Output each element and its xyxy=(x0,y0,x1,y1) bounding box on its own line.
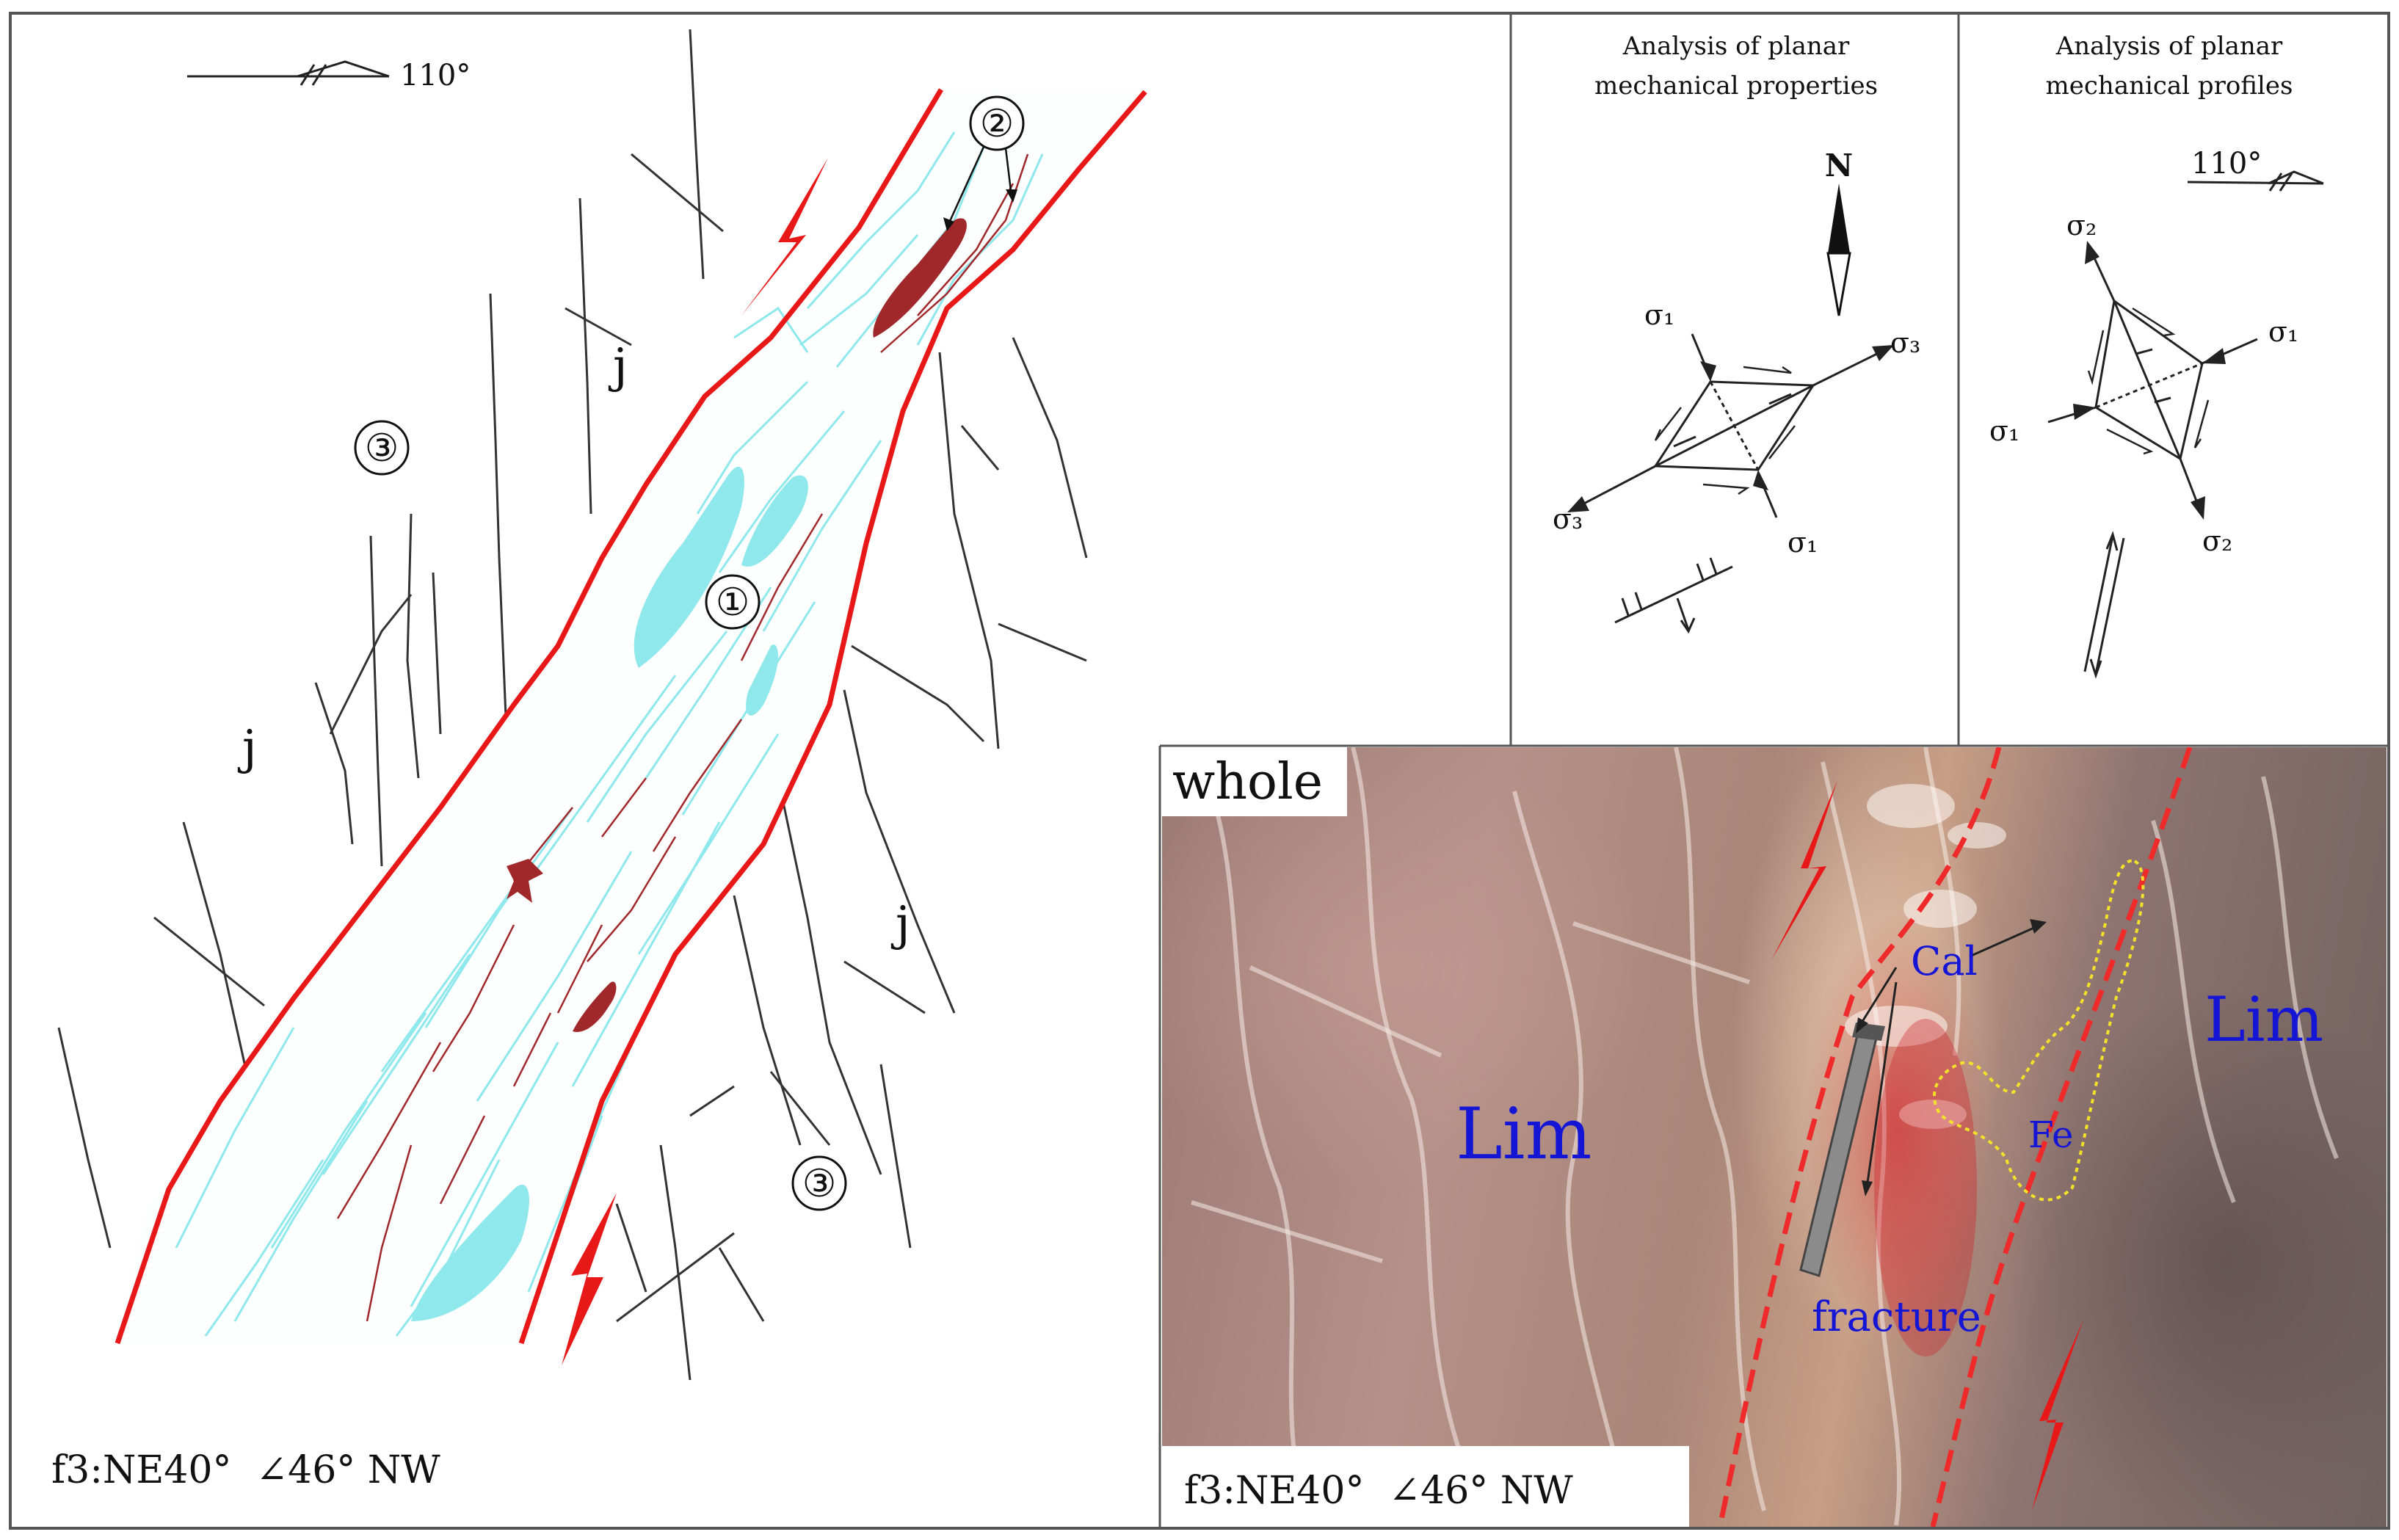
stress-arrowheads xyxy=(1567,345,1894,512)
fracture-label: fracture xyxy=(1812,1293,1981,1341)
callout-arrows xyxy=(1858,926,2036,1188)
profile-rhombus xyxy=(2047,253,2258,507)
north-arrow-icon: N xyxy=(1825,148,1853,316)
label-host-rock-upper: ③ xyxy=(354,420,410,476)
iron-zone-outline xyxy=(1932,859,2145,1202)
label-host-rock-lower: ③ xyxy=(791,1155,847,1211)
fe-label: Fe xyxy=(2028,1114,2074,1156)
iron-lenses xyxy=(507,218,967,1032)
svg-text:N: N xyxy=(1825,148,1853,184)
svg-text:②: ② xyxy=(980,102,1015,146)
lim-label-left: Lim xyxy=(1456,1093,1592,1175)
profile-orientation-symbol xyxy=(2187,170,2324,192)
orientation-label: 110° xyxy=(400,59,471,92)
outcrop-photo: Lim Lim Cal Fe fracture whole f3:NE40° ∠… xyxy=(1162,747,2387,1527)
fault-sketch: 110° xyxy=(51,29,1147,1492)
iron-stain xyxy=(1874,1019,1977,1356)
lim-label-right: Lim xyxy=(2204,984,2323,1056)
profile-orientation-label: 110° xyxy=(2191,147,2262,181)
calcite-lenses xyxy=(411,466,808,1321)
profile-shear-arrows xyxy=(2087,307,2210,455)
sketch-caption: f3:NE40° ∠46° NW xyxy=(51,1448,440,1492)
fault-trace-left xyxy=(1717,747,2002,1527)
profile-arrowheads xyxy=(2073,241,2226,520)
sigma1-left-label: σ₁ xyxy=(1989,415,2019,447)
sigma2-top-label: σ₂ xyxy=(2066,209,2097,241)
cal-label: Cal xyxy=(1911,938,1978,984)
sigma1-bottom-label: σ₁ xyxy=(1788,526,1818,559)
sigma1-right-label: σ₁ xyxy=(2268,316,2298,348)
fault-zone xyxy=(117,90,1145,1343)
outer-border xyxy=(9,12,2390,1530)
rock-veins xyxy=(1191,747,2339,1526)
planar-title-line1: Analysis of planar xyxy=(1622,32,1850,61)
svg-text:③: ③ xyxy=(365,426,399,471)
strain-rhombus xyxy=(1578,333,1884,518)
photo-shear-arrow-upper xyxy=(1771,780,1837,960)
planar-title-line2: mechanical properties xyxy=(1594,71,1878,101)
photo-tag-box xyxy=(1162,747,1347,816)
joint-label-2: j xyxy=(237,721,257,775)
photo-tag: whole xyxy=(1172,753,1323,811)
shear-arrow-lower xyxy=(562,1193,617,1365)
photo-caption-box xyxy=(1162,1446,1689,1527)
fault-boundaries xyxy=(115,88,1147,1345)
sigma3-right-label: σ₃ xyxy=(1890,327,1920,359)
profile-mechanics-panel: Analysis of planar mechanical profiles 1… xyxy=(1989,32,2324,679)
callout-arrowheads xyxy=(1856,919,2047,1196)
sigma2-bottom-label: σ₂ xyxy=(2202,525,2232,557)
profile-title-line1: Analysis of planar xyxy=(2055,32,2283,61)
svg-text:①: ① xyxy=(716,581,750,625)
strike-dip-symbol xyxy=(1614,557,1733,634)
iron-veins xyxy=(336,153,1029,1322)
joint-label-1: j xyxy=(608,339,628,393)
joint-label-3: j xyxy=(890,897,910,951)
photo-caption: f3:NE40° ∠46° NW xyxy=(1184,1469,1573,1513)
sigma1-top-label: σ₁ xyxy=(1644,299,1674,331)
photo-overlay: Lim Lim Cal Fe fracture whole f3:NE40° ∠… xyxy=(1162,747,2339,1527)
sigma3-left-label: σ₃ xyxy=(1553,503,1583,535)
fault-boundary-upper xyxy=(115,88,944,1345)
orientation-symbol xyxy=(187,60,390,86)
joint-lines xyxy=(57,29,1088,1381)
profile-slip-symbol xyxy=(2083,531,2125,679)
profile-title-line2: mechanical profiles xyxy=(2046,71,2293,101)
photo-shear-arrow-lower xyxy=(2032,1320,2083,1511)
shear-half-arrows xyxy=(1654,366,1796,495)
fault-trace-right xyxy=(1930,747,2193,1527)
planar-mechanics-panel: Analysis of planar mechanical properties… xyxy=(1553,32,1920,634)
svg-text:③: ③ xyxy=(802,1162,837,1206)
label-inclusion: ② xyxy=(943,95,1025,231)
label-fault-core: ① xyxy=(705,574,761,630)
shear-arrow-upper xyxy=(741,158,828,316)
fault-boundary-lower xyxy=(518,90,1147,1345)
